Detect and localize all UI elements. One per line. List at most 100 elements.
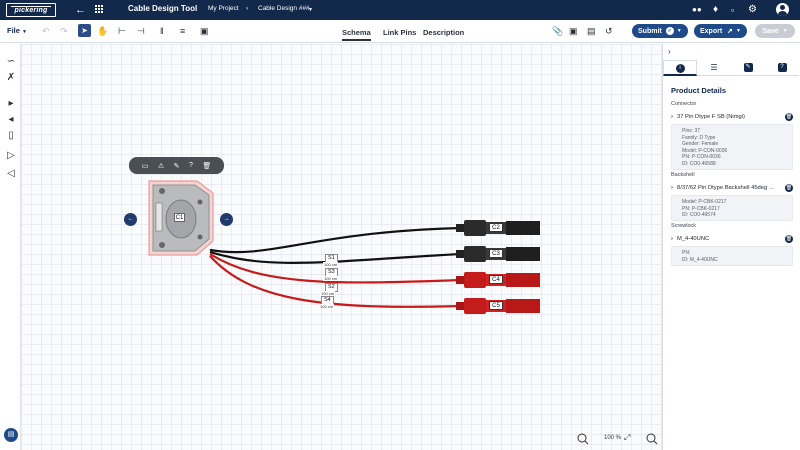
detail-line: PN:	[682, 250, 691, 256]
port-left-icon[interactable]: ←	[124, 213, 137, 226]
triangle-right-icon[interactable]: ▷	[7, 150, 15, 161]
export-arrow-icon: ➚	[727, 28, 734, 35]
wire-length-s2: 100 cm	[320, 291, 336, 296]
redo-icon[interactable]: ↷	[60, 26, 68, 36]
panel-title: Product Details	[671, 86, 727, 95]
group-icon[interactable]: ●●	[692, 5, 702, 14]
attachment-icon[interactable]: 📎	[552, 26, 564, 36]
breadcrumb-design[interactable]: Cable Design ###	[258, 5, 310, 12]
pickering-logo[interactable]: pickering	[6, 3, 56, 17]
wire-length-s1: 100 cm	[323, 262, 339, 267]
breadcrumb-dropdown-icon[interactable]: ▼	[308, 7, 313, 13]
component-palette: ∽ ✗ ▸ ◂ ▯ ▷ ◁ ▤	[0, 44, 21, 450]
wire-length-s4: 100 cm	[319, 304, 335, 309]
detail-line: Family: D Type	[682, 134, 716, 141]
expand-chevron-icon: ›	[671, 236, 673, 242]
delete-icon[interactable]: 🗑	[202, 162, 212, 170]
save-label: Save	[762, 27, 779, 35]
submit-check-icon: ✓	[665, 27, 674, 35]
file-menu[interactable]: File ▼	[7, 26, 27, 35]
delete-screwlock-icon[interactable]: 🗑	[785, 235, 793, 243]
panel-collapse-icon[interactable]: ›	[668, 47, 671, 56]
pan-hand-icon[interactable]: ✋	[97, 26, 109, 36]
help-icon[interactable]: ?	[188, 162, 193, 169]
layers-icon[interactable]: ▤	[4, 428, 18, 442]
chat-icon[interactable]: ▫	[731, 5, 735, 15]
user-avatar[interactable]	[776, 3, 789, 16]
cut-tool-icon[interactable]: ✗	[6, 72, 16, 83]
detail-line: ID: M_4-40UNC	[682, 256, 718, 263]
plug-female-icon[interactable]: ◂	[8, 114, 14, 125]
back-arrow-icon[interactable]: ←	[75, 4, 86, 16]
detail-line: Pins: 37	[682, 128, 701, 134]
item-backshell[interactable]: ›8/37/62 Pin Dtype Backshell 45deg ... 🗑	[671, 182, 793, 194]
panel-tab-info[interactable]: i	[663, 60, 697, 76]
submit-dropdown-icon: ▼	[676, 28, 682, 34]
notification-bell-icon[interactable]: ♦	[713, 4, 719, 15]
plug-label-c2: C2	[489, 223, 503, 232]
expand-chevron-icon: ›	[671, 114, 673, 120]
submit-button[interactable]: Submit✓▼	[632, 24, 688, 38]
detail-line: Model: P-CON-0036	[682, 147, 728, 154]
warning-icon[interactable]: ⚠	[157, 162, 165, 170]
tab-schema[interactable]: Schema	[342, 28, 371, 41]
app-title: Cable Design Tool	[128, 4, 198, 13]
wire-s3	[209, 250, 461, 264]
item-connector[interactable]: ›37 Pin Dtype F SB (Nimgi) 🗑	[671, 111, 793, 123]
port-right-icon[interactable]: →	[220, 213, 233, 226]
panel-tab-help[interactable]: ?	[765, 60, 799, 76]
section-label-backshell: Backshell	[671, 172, 695, 178]
save-button[interactable]: Save▼	[755, 24, 795, 38]
tab-link-pins[interactable]: Link Pins	[383, 28, 417, 37]
wire-tool-icon[interactable]: ∽	[6, 56, 16, 67]
screwlock-details: PN: ID: M_4-40UNC	[671, 246, 793, 266]
triangle-left-icon[interactable]: ◁	[7, 168, 15, 179]
right-panel: › i ☰ ✎ ? Product Details Connector ›37 …	[662, 44, 800, 450]
image-icon[interactable]: ▣	[569, 26, 578, 36]
submit-label: Submit	[638, 27, 662, 35]
dtype-connector-icon[interactable]: ▯	[8, 130, 14, 141]
undo-icon[interactable]: ↶	[42, 26, 50, 36]
distribute-vertical-icon[interactable]: ≡	[180, 26, 186, 36]
settings-gear-icon[interactable]: ⚙	[748, 4, 757, 15]
media-icon[interactable]: ▤	[587, 26, 596, 36]
plug-label-c4: C4	[489, 275, 503, 284]
fullscreen-icon[interactable]: ⤢	[624, 433, 631, 442]
toolbar: File ▼ ↶ ↷ ➤ ✋ ⊢ ⊣ ‖ ≡ ▣ Schema Link Pin…	[0, 20, 800, 43]
panel-tab-edit[interactable]: ✎	[731, 60, 765, 76]
apps-grid-icon[interactable]	[95, 5, 104, 14]
select-pointer-icon[interactable]: ➤	[78, 24, 91, 37]
delete-backshell-icon[interactable]: 🗑	[785, 184, 793, 192]
wire-s4	[209, 255, 461, 308]
zoom-out-icon	[577, 433, 587, 443]
breadcrumb-project[interactable]: My Project	[208, 5, 239, 12]
breadcrumb-chevron-icon: ›	[246, 5, 249, 12]
export-dropdown-icon: ▼	[736, 28, 741, 34]
export-button[interactable]: Export➚▼	[694, 24, 747, 38]
detail-line: ID: CO0-46588	[682, 160, 716, 167]
item-screwlock[interactable]: ›M_4-40UNC 🗑	[671, 233, 793, 245]
tab-description[interactable]: Description	[423, 28, 465, 37]
delete-connector-icon[interactable]: 🗑	[785, 113, 793, 121]
edit-icon[interactable]: ✎	[173, 162, 180, 170]
fit-screen-icon[interactable]: ▣	[200, 26, 209, 36]
distribute-horizontal-icon[interactable]: ‖	[160, 26, 164, 36]
connector-details: Pins: 37 Family: D Type Gender: Female M…	[671, 124, 793, 170]
schema-canvas[interactable]	[21, 44, 662, 450]
wire-s1	[209, 226, 461, 254]
edit-square-icon: ✎	[743, 63, 753, 73]
duplicate-icon[interactable]: ▭	[141, 162, 149, 170]
help-square-icon: ?	[777, 63, 787, 73]
sliders-icon: ☰	[710, 63, 718, 72]
item-backshell-label: 8/37/62 Pin Dtype Backshell 45deg ...	[677, 185, 774, 191]
detail-line: PN: P-CON-0036	[682, 154, 721, 160]
detail-line: Gender: Female	[682, 141, 719, 147]
plug-label-c3: C3	[489, 249, 503, 258]
plug-male-icon[interactable]: ▸	[8, 98, 14, 109]
align-right-icon[interactable]: ⊣	[137, 26, 145, 36]
zoom-level: 100 %	[604, 435, 622, 441]
save-dropdown-icon: ▼	[782, 28, 788, 34]
panel-tab-settings[interactable]: ☰	[697, 60, 731, 76]
align-left-icon[interactable]: ⊢	[118, 26, 126, 36]
history-icon[interactable]: ↺	[605, 26, 613, 36]
